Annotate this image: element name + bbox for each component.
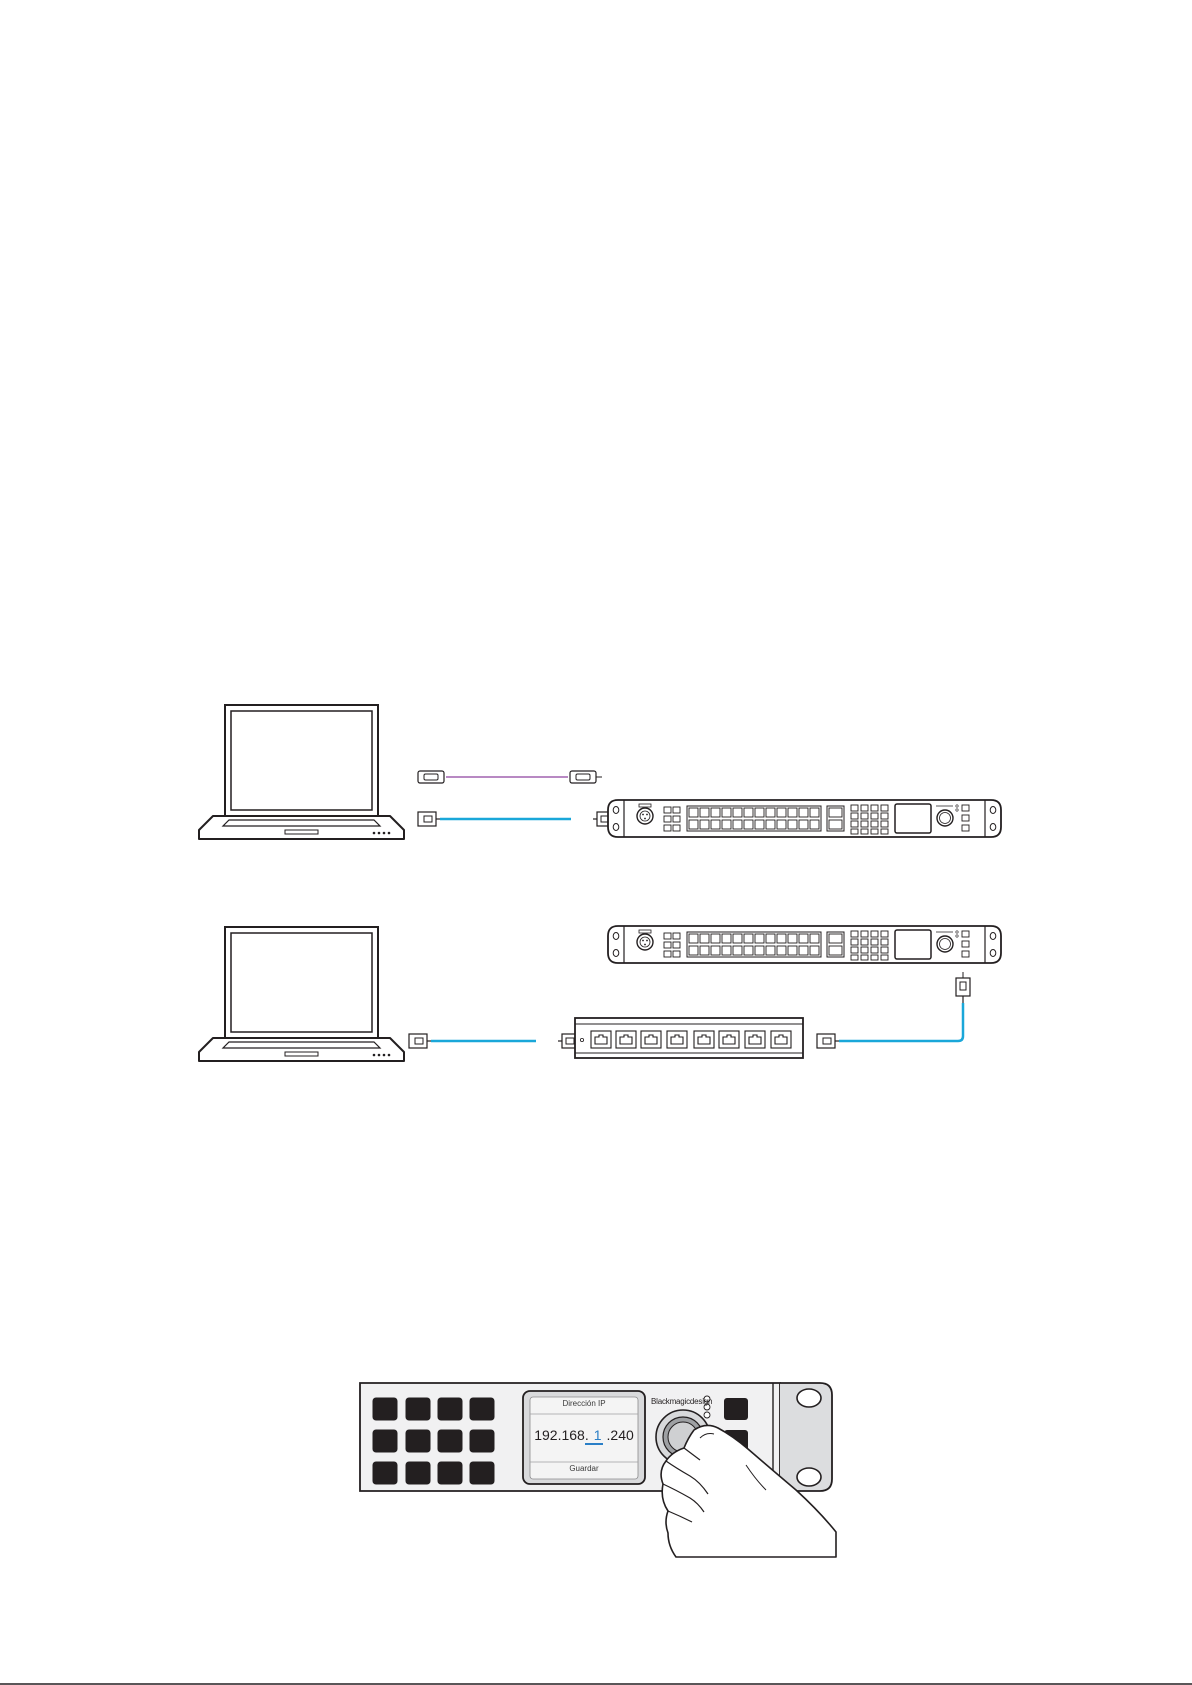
laptop-network xyxy=(199,927,404,1061)
ethernet-cable-switch-rack xyxy=(817,972,970,1048)
lcd-title: Dirección IP xyxy=(530,1399,638,1408)
lcd-ip-address: 192.168.1.240 xyxy=(530,1427,638,1443)
ethernet-cable-laptop-switch xyxy=(409,1034,580,1048)
brand-logo: Blackmagicdesign xyxy=(651,1397,712,1406)
laptop-direct xyxy=(199,705,404,839)
usb-cable xyxy=(418,771,602,783)
ip-field-editable[interactable]: 1 xyxy=(589,1427,607,1443)
ip-suffix: .240 xyxy=(607,1427,634,1443)
ethernet-cable-direct xyxy=(418,812,615,826)
ip-prefix: 192.168. xyxy=(534,1427,589,1443)
rack-unit-network xyxy=(608,926,1001,963)
lcd-save-action[interactable]: Guardar xyxy=(530,1464,638,1473)
rack-unit-direct xyxy=(608,800,1001,837)
network-switch xyxy=(575,1018,803,1058)
